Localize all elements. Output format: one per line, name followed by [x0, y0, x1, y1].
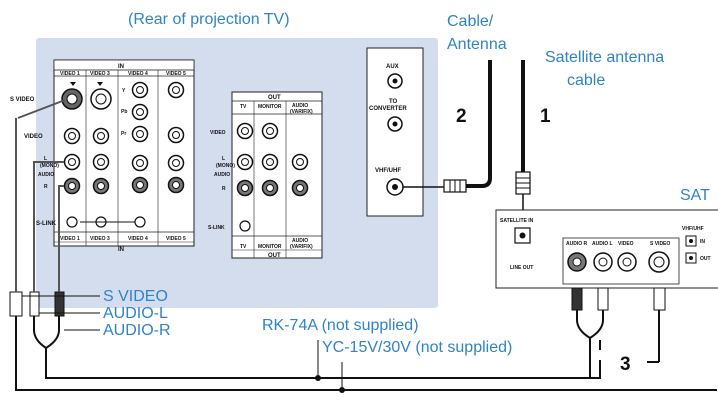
- in-jacks-column-video5: [167, 81, 185, 194]
- step-2: 2: [456, 106, 467, 127]
- to-label: TO: [389, 99, 398, 105]
- in-foot-video3: VIDEO 3: [90, 236, 110, 242]
- sat-cable-plugs: [571, 287, 666, 362]
- sat-in-label: SATELLITE IN: [500, 218, 534, 224]
- row-label-slink: S-LINK: [36, 221, 57, 227]
- sat-svideo: S VIDEO: [650, 241, 670, 247]
- in-jacks-column-video4: [131, 81, 149, 228]
- in-sub-pb: Pb: [121, 109, 127, 115]
- in-col-video3: VIDEO 3: [90, 71, 110, 77]
- row-label-l: L: [44, 156, 47, 162]
- in-col-video4: VIDEO 4: [128, 71, 148, 77]
- antenna-panel: AUX TO CONVERTER VHF/UHF: [366, 47, 424, 217]
- out-col-varifix: (VARIFIX): [290, 109, 313, 115]
- audio-l-caption: AUDIO-L: [103, 305, 168, 322]
- row-label-r: R: [44, 184, 48, 190]
- line-out-label: LINE OUT: [510, 265, 533, 271]
- tv-out-panel: OUT TV MONITOR AUDIO (VARIFIX) TV MONITO…: [231, 91, 323, 259]
- cable-antenna-line2: Antenna: [447, 36, 507, 53]
- sat-audio-l: AUDIO L: [592, 241, 613, 247]
- audio-r-caption: AUDIO-R: [103, 322, 171, 339]
- tv-cable-plugs: [9, 99, 717, 393]
- sat-label: SAT: [680, 187, 710, 204]
- in-sub-y: Y: [122, 88, 126, 94]
- out-header: OUT: [268, 95, 281, 101]
- sat-vhf-uhf: VHF/UHF: [682, 226, 704, 232]
- sat-video: VIDEO: [618, 241, 634, 247]
- out-foot-tv: TV: [240, 244, 247, 250]
- in-col-video5: VIDEO 5: [166, 71, 186, 77]
- satellite-line2: cable: [567, 72, 605, 89]
- vhf-uhf-label: VHF/UHF: [375, 168, 401, 174]
- out-foot-audio: AUDIO: [292, 238, 308, 244]
- in-foot-video4: VIDEO 4: [128, 236, 148, 242]
- aux-label: AUX: [386, 64, 399, 70]
- antenna-cable: [466, 60, 492, 188]
- rk74a-caption: RK-74A (not supplied): [262, 317, 419, 334]
- sat-out: OUT: [700, 256, 711, 262]
- out-col-tv: TV: [240, 104, 247, 110]
- out-row-l: L: [222, 156, 225, 162]
- row-label-audio: AUDIO: [38, 172, 54, 178]
- cable-antenna-line1: Cable/: [447, 13, 494, 30]
- in-footer: IN: [118, 247, 124, 253]
- in-jacks-column-video1-3: [63, 127, 110, 228]
- out-col-audio: AUDIO: [292, 103, 308, 109]
- row-label-video: VIDEO: [24, 134, 43, 140]
- out-col-monitor: MONITOR: [258, 104, 282, 110]
- out-row-mono: (MONO): [216, 163, 235, 169]
- out-row-video: VIDEO: [210, 130, 226, 136]
- in-foot-video5: VIDEO 5: [166, 236, 186, 242]
- sat-audio-r: AUDIO R: [566, 241, 588, 247]
- row-label-svideo: S VIDEO: [10, 97, 35, 103]
- yc15v-caption: YC-15V/30V (not supplied): [322, 339, 512, 356]
- out-foot-varifix: (VARIFIX): [290, 244, 313, 250]
- in-sub-pr: Pr: [121, 131, 126, 137]
- tv-in-panel: IN VIDEO 1 VIDEO 3 VIDEO 4 VIDEO 5 VIDEO…: [53, 59, 195, 253]
- svideo-caption: S VIDEO: [103, 288, 168, 305]
- step-3: 3: [620, 354, 631, 375]
- out-foot-monitor: MONITOR: [258, 244, 282, 250]
- satellite-line1: Satellite antenna: [545, 49, 664, 66]
- out-row-r: R: [222, 186, 226, 192]
- out-row-slink: S-LINK: [208, 225, 225, 231]
- row-label-mono: (MONO): [40, 163, 59, 169]
- in-foot-video1: VIDEO 1: [60, 236, 80, 242]
- out-footer: OUT: [268, 253, 281, 259]
- converter-label: CONVERTER: [369, 106, 407, 112]
- rear-title: (Rear of projection TV): [128, 11, 290, 28]
- in-header: IN: [118, 64, 124, 70]
- sat-in: IN: [700, 239, 705, 245]
- in-col-video1: VIDEO 1: [60, 71, 80, 77]
- sat-receiver: SATELLITE IN LINE OUT AUDIO R AUDIO L VI…: [495, 209, 718, 289]
- step-1: 1: [540, 106, 551, 127]
- out-row-audio: AUDIO: [214, 172, 230, 178]
